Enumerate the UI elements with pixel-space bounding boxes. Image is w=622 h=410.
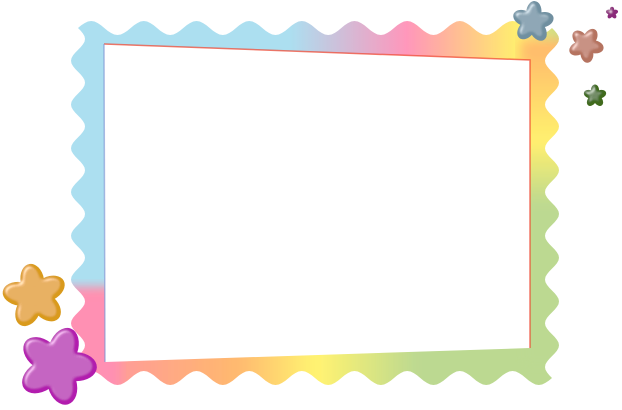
green-flower-icon [583,84,607,106]
brown-flower-icon [569,28,604,63]
teal-flower-icon [513,1,554,41]
orange-flower-icon [2,263,65,327]
purple-flower-icon [22,327,97,405]
photo-area [104,44,530,362]
small-purple-flower-icon [605,6,619,19]
